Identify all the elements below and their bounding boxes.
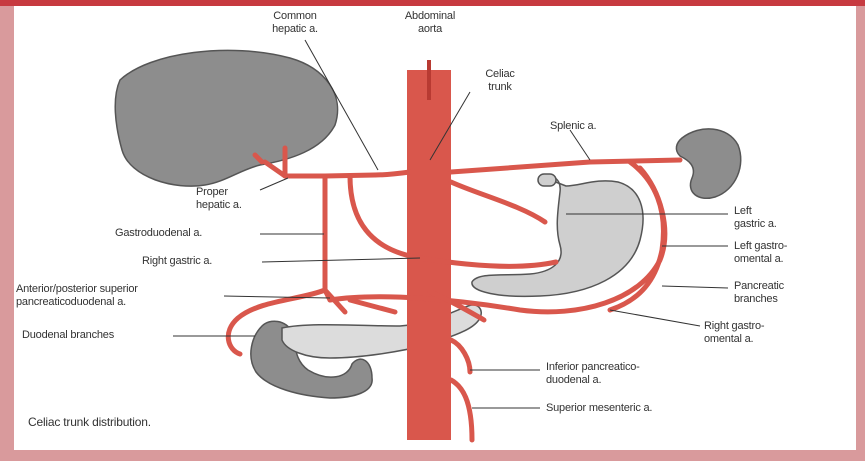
left-gastric-vessel xyxy=(451,182,545,222)
pancreas xyxy=(282,305,481,358)
label-left-gastric: Left gastric a. xyxy=(734,205,777,231)
label-proper-hepatic: Proper hepatic a. xyxy=(196,186,242,212)
stomach xyxy=(472,176,643,296)
right-gastric-vessel xyxy=(350,176,556,266)
label-superior-mesenteric: Superior mesenteric a. xyxy=(546,402,652,415)
celiac-trunk-vessel xyxy=(375,172,410,175)
duodenal-branch-b xyxy=(350,300,395,312)
esophagus xyxy=(538,174,556,186)
label-celiac-trunk: Celiac trunk xyxy=(470,68,530,94)
inferior-pd-vessel xyxy=(451,340,470,372)
spleen xyxy=(676,129,740,198)
label-common-hepatic: Common hepatic a. xyxy=(250,10,340,36)
label-abdominal-aorta: Abdominal aorta xyxy=(380,10,480,36)
gastroduodenal-vessel xyxy=(325,176,330,300)
label-pancreatic-branches: Pancreatic branches xyxy=(734,280,784,306)
label-gastroduodenal: Gastroduodenal a. xyxy=(115,227,202,240)
superior-mesenteric-vessel xyxy=(451,380,472,440)
label-right-gastric: Right gastric a. xyxy=(142,255,212,268)
common-hepatic-vessel xyxy=(265,162,375,176)
label-ant-post-pancreaticoduodenal: Anterior/posterior superior pancreaticod… xyxy=(16,283,138,309)
liver xyxy=(115,50,337,186)
label-left-gastroomental: Left gastro- omental a. xyxy=(734,240,787,266)
label-duodenal-branches: Duodenal branches xyxy=(22,329,114,342)
label-splenic: Splenic a. xyxy=(550,120,596,133)
splenic-vessel xyxy=(451,160,680,172)
figure-caption: Celiac trunk distribution. xyxy=(28,416,151,429)
label-inferior-pancreaticoduodenal: Inferior pancreatico- duodenal a. xyxy=(546,361,640,387)
label-right-gastroomental: Right gastro- omental a. xyxy=(704,320,764,346)
